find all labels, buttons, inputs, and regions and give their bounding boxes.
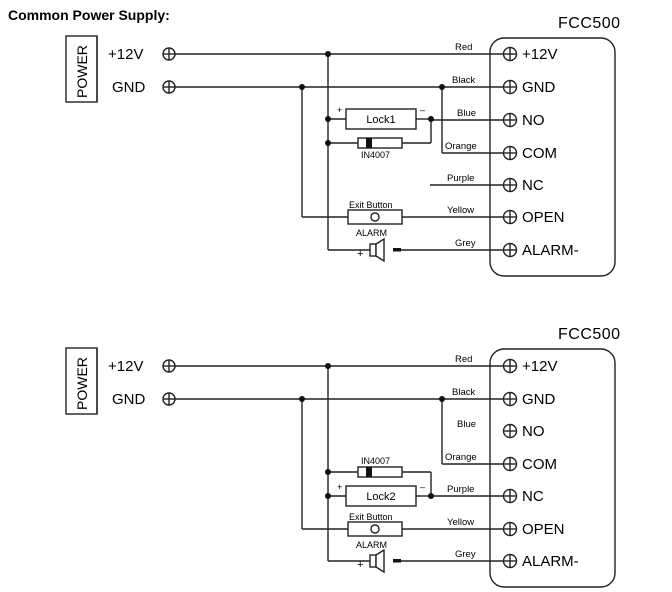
diode-label: IN4007 <box>361 456 390 466</box>
power-gnd-screw-icon <box>162 392 176 406</box>
junctions <box>299 51 445 146</box>
screw-icon <box>502 145 518 161</box>
controller-box <box>489 348 616 588</box>
screw-icon <box>502 177 518 193</box>
wire-label: Blue <box>457 419 476 430</box>
terminal-label: NC <box>522 488 544 505</box>
wire-label: Red <box>455 354 472 365</box>
terminal-label: OPEN <box>522 209 565 226</box>
terminal-label: COM <box>522 456 557 473</box>
terminal-label: +12V <box>522 46 557 63</box>
wire-label: Grey <box>455 549 476 560</box>
terminal-label: OPEN <box>522 521 565 538</box>
screw-icon <box>502 553 518 569</box>
wire-label: Blue <box>457 108 476 119</box>
exit-button-label: Exit Button <box>349 200 393 210</box>
lock-plus-label: + <box>337 482 342 492</box>
screw-icon <box>502 79 518 95</box>
power-label: POWER <box>74 45 90 98</box>
terminal-label: ALARM- <box>522 553 579 570</box>
screw-icon <box>502 209 518 225</box>
exit-button-label: Exit Button <box>349 512 393 522</box>
diode-icon <box>357 137 403 149</box>
controller-model: FCC500 <box>558 326 621 343</box>
terminal-screws <box>502 46 518 258</box>
wire-label: Yellow <box>447 205 474 216</box>
terminal-label: NO <box>522 423 545 440</box>
power-gnd-label: GND <box>112 391 146 408</box>
screw-icon <box>502 358 518 374</box>
wiring <box>175 53 503 251</box>
screw-icon <box>502 391 518 407</box>
power-pos-screw-icon <box>162 359 176 373</box>
terminal-label: ALARM- <box>522 242 579 259</box>
controller-box <box>489 37 616 277</box>
diagram-1: FCC500 POWER +12V GND +12V GND NO COM NC <box>65 15 621 277</box>
wire-label: Purple <box>447 484 474 495</box>
page-title: Common Power Supply: <box>8 7 170 23</box>
buzzer-icon <box>369 548 401 574</box>
lock-label: Lock1 <box>366 114 395 126</box>
screw-icon <box>502 423 518 439</box>
wire-label: Grey <box>455 238 476 249</box>
diagram-2: FCC500 POWER +12V GND +12V GND NO COM NC… <box>65 326 621 588</box>
lock-box <box>345 485 417 507</box>
terminal-label: +12V <box>522 358 557 375</box>
wiring <box>175 365 503 562</box>
screw-icon <box>502 456 518 472</box>
buzzer-icon <box>369 237 401 263</box>
wire-label: Purple <box>447 173 474 184</box>
wire-label: Red <box>455 42 472 53</box>
terminal-label: GND <box>522 79 556 96</box>
alarm-plus-label: + <box>357 248 363 260</box>
controller-model: FCC500 <box>558 15 621 32</box>
lock-box <box>345 108 417 130</box>
terminal-screws <box>502 358 518 569</box>
screw-icon <box>502 242 518 258</box>
lock-label: Lock2 <box>366 491 395 503</box>
alarm-label: ALARM <box>356 540 387 550</box>
power-pos-label: +12V <box>108 358 143 375</box>
power-pos-label: +12V <box>108 46 143 63</box>
wire-label: Orange <box>445 452 477 463</box>
exit-button-icon <box>347 521 403 537</box>
diode-label: IN4007 <box>361 150 390 160</box>
exit-button-icon <box>347 209 403 225</box>
screw-icon <box>502 46 518 62</box>
wire-label: Black <box>452 387 475 398</box>
junctions <box>299 363 445 499</box>
power-gnd-label: GND <box>112 79 146 96</box>
power-pos-screw-icon <box>162 47 176 61</box>
terminal-label: GND <box>522 391 556 408</box>
terminal-label: NO <box>522 112 545 129</box>
screw-icon <box>502 112 518 128</box>
power-box <box>65 35 98 103</box>
wire-label: Black <box>452 75 475 86</box>
lock-minus-label: – <box>420 105 425 115</box>
diode-icon <box>357 466 403 478</box>
alarm-plus-label: + <box>357 559 363 571</box>
terminal-label: COM <box>522 145 557 162</box>
screw-icon <box>502 521 518 537</box>
terminal-label: NC <box>522 177 544 194</box>
lock-plus-label: + <box>337 105 342 115</box>
wire-label: Orange <box>445 141 477 152</box>
power-label: POWER <box>74 357 90 410</box>
alarm-label: ALARM <box>356 228 387 238</box>
wire-label: Yellow <box>447 517 474 528</box>
power-box <box>65 347 98 415</box>
lock-minus-label: – <box>420 482 425 492</box>
screw-icon <box>502 488 518 504</box>
power-gnd-screw-icon <box>162 80 176 94</box>
